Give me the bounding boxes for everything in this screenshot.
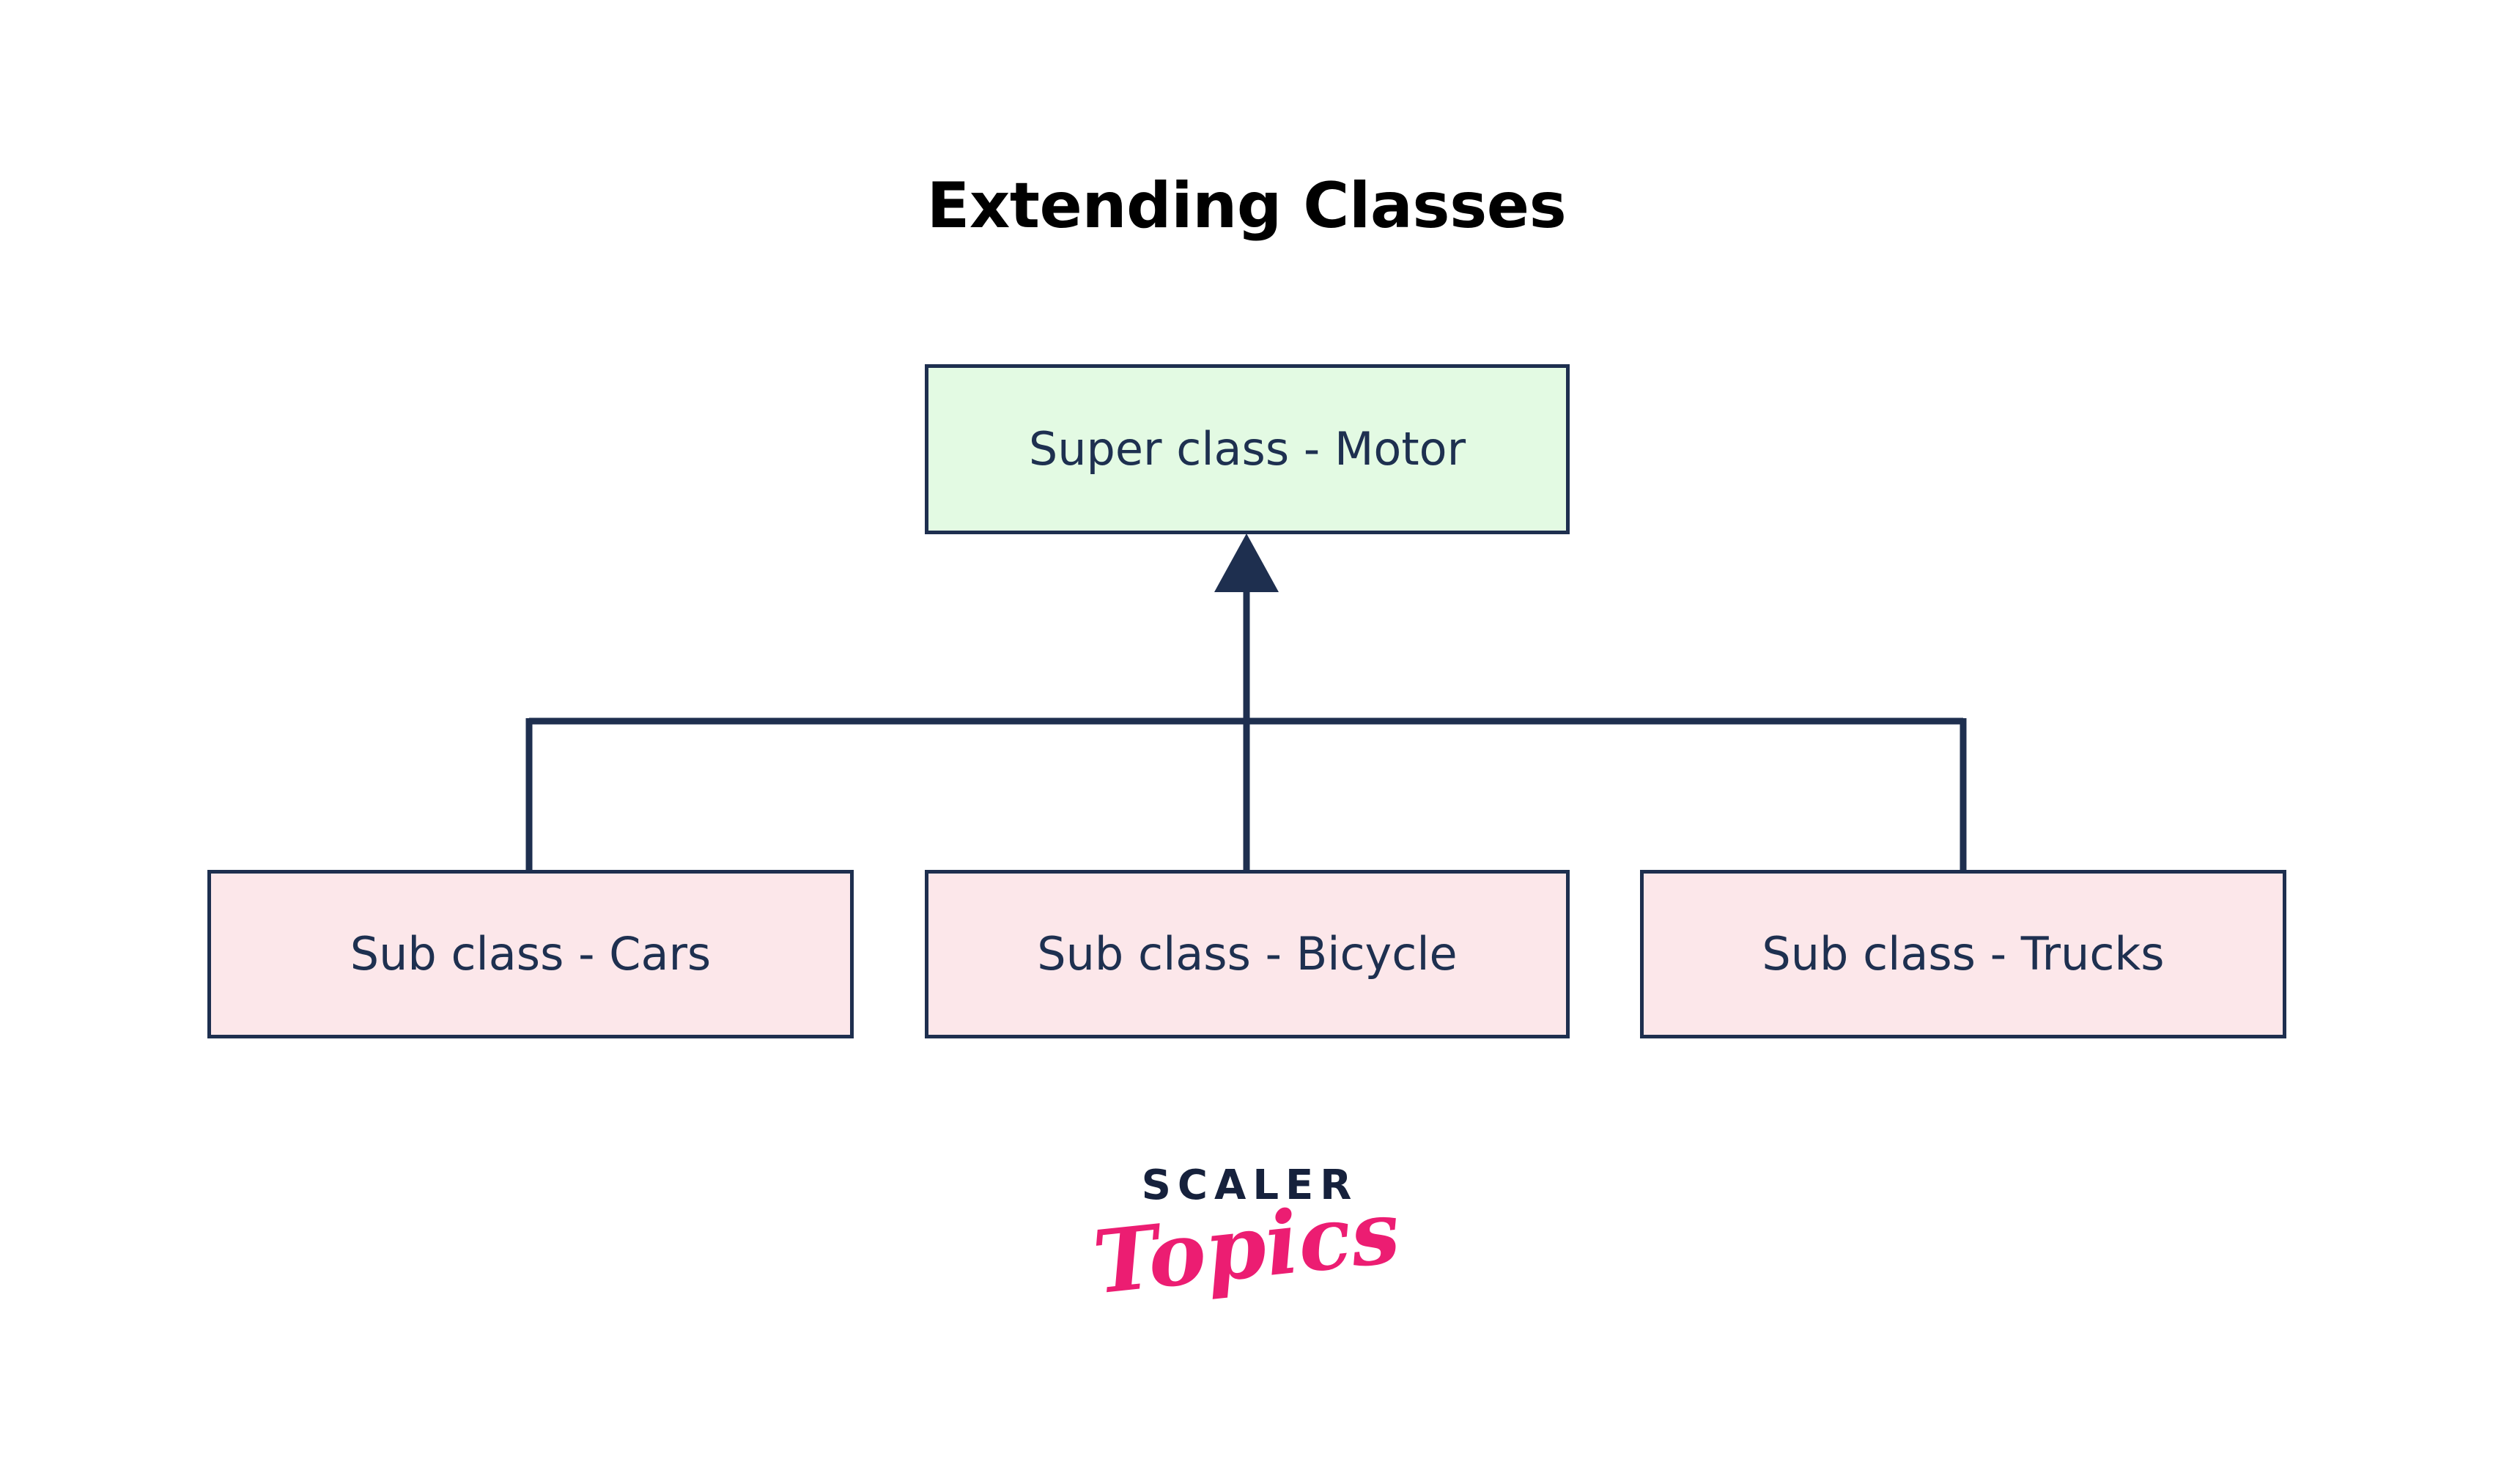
node-super-class-motor[interactable]: Super class - Motor bbox=[925, 364, 1570, 534]
inheritance-arrow-head bbox=[1214, 534, 1279, 592]
logo-wordmark-scaler: SCALER bbox=[1141, 1162, 1359, 1209]
node-sub-class-trucks-label: Sub class - Trucks bbox=[1762, 927, 2165, 981]
node-sub-class-bicycle-label: Sub class - Bicycle bbox=[1037, 927, 1458, 981]
node-sub-class-cars[interactable]: Sub class - Cars bbox=[207, 870, 854, 1038]
node-super-class-label: Super class - Motor bbox=[1028, 422, 1466, 476]
scaler-topics-logo: SCALER Topics bbox=[0, 1162, 2493, 1314]
node-sub-class-cars-label: Sub class - Cars bbox=[350, 927, 712, 981]
page-title: Extending Classes bbox=[926, 169, 1567, 243]
node-sub-class-trucks[interactable]: Sub class - Trucks bbox=[1640, 870, 2286, 1038]
node-sub-class-bicycle[interactable]: Sub class - Bicycle bbox=[925, 870, 1570, 1038]
logo-script-topics: Topics bbox=[1088, 1180, 1405, 1314]
